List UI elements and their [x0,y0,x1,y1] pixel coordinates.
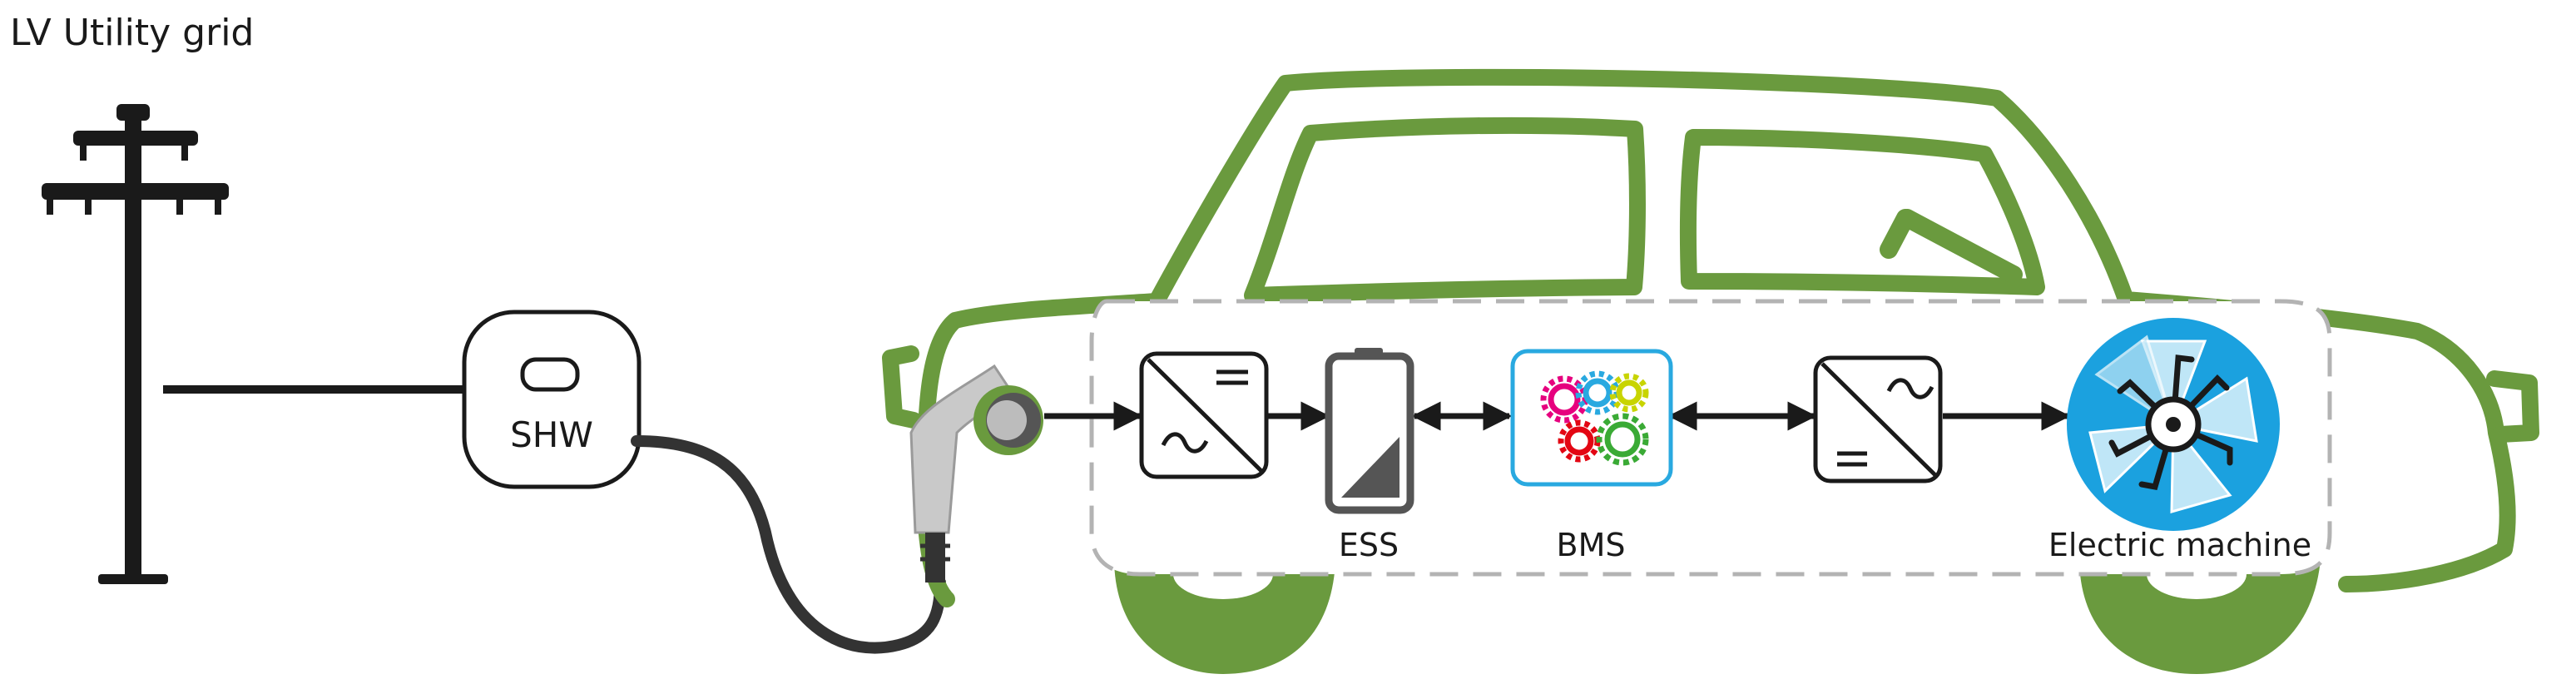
charging-plug-icon [909,364,1043,582]
machine-label: Electric machine [2048,527,2311,563]
ess-label: ESS [1339,527,1399,563]
battery-icon [1325,348,1414,514]
grid-label: LV Utility grid [10,12,254,54]
car-outline [882,68,2539,607]
gears-icon [1540,370,1649,466]
bms-module [1510,349,1673,487]
bms-label: BMS [1557,527,1626,563]
motor-icon [2067,318,2280,531]
shw-label: SHW [510,414,593,455]
dc-ac-inverter-icon [1813,355,1943,483]
ac-dc-converter-icon [1139,351,1269,479]
wall-charger-icon [520,357,580,392]
shw-unit: SHW [462,310,642,489]
charging-cable [631,435,946,654]
utility-pole-icon [42,104,229,584]
